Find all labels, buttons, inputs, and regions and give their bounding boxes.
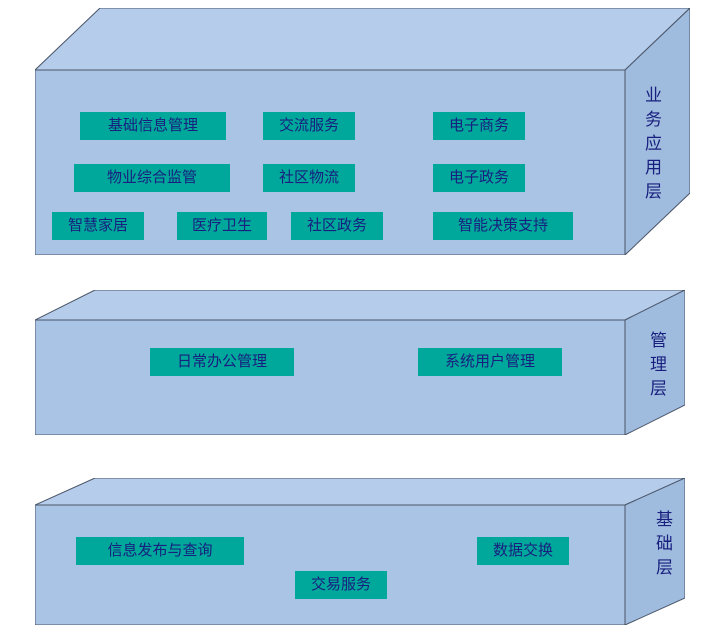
management-layer-title: 管理层	[647, 331, 666, 403]
chip-data-exchange: 数据交换	[477, 537, 569, 565]
slab-top-face	[35, 478, 685, 506]
chip-medical-health: 医疗卫生	[177, 212, 267, 240]
chip-basic-info-management: 基础信息管理	[80, 112, 226, 140]
chip-intelligent-decision-support: 智能决策支持	[433, 212, 573, 240]
chip-community-affairs: 社区政务	[291, 212, 383, 240]
chip-e-commerce: 电子商务	[433, 112, 525, 140]
slab-top-face	[35, 290, 685, 321]
slab-front-face	[35, 319, 626, 435]
base-layer-title: 基础层	[653, 510, 672, 582]
chip-smart-home: 智慧家居	[52, 212, 144, 240]
business-app-layer-title: 业务应用层	[642, 86, 661, 206]
chip-info-publish-query: 信息发布与查询	[76, 537, 244, 565]
chip-communication-service: 交流服务	[263, 112, 355, 140]
chip-system-user-management: 系统用户管理	[418, 348, 562, 376]
chip-e-government: 电子政务	[433, 164, 525, 192]
chip-community-logistics: 社区物流	[263, 164, 355, 192]
base-layer-slab	[35, 478, 685, 625]
management-layer-slab	[35, 290, 685, 435]
slab-top-face	[35, 8, 690, 71]
slab-front-face	[35, 504, 626, 625]
chip-daily-office-management: 日常办公管理	[150, 348, 294, 376]
chip-property-supervision: 物业综合监管	[74, 164, 230, 192]
chip-transaction-service: 交易服务	[295, 571, 387, 599]
